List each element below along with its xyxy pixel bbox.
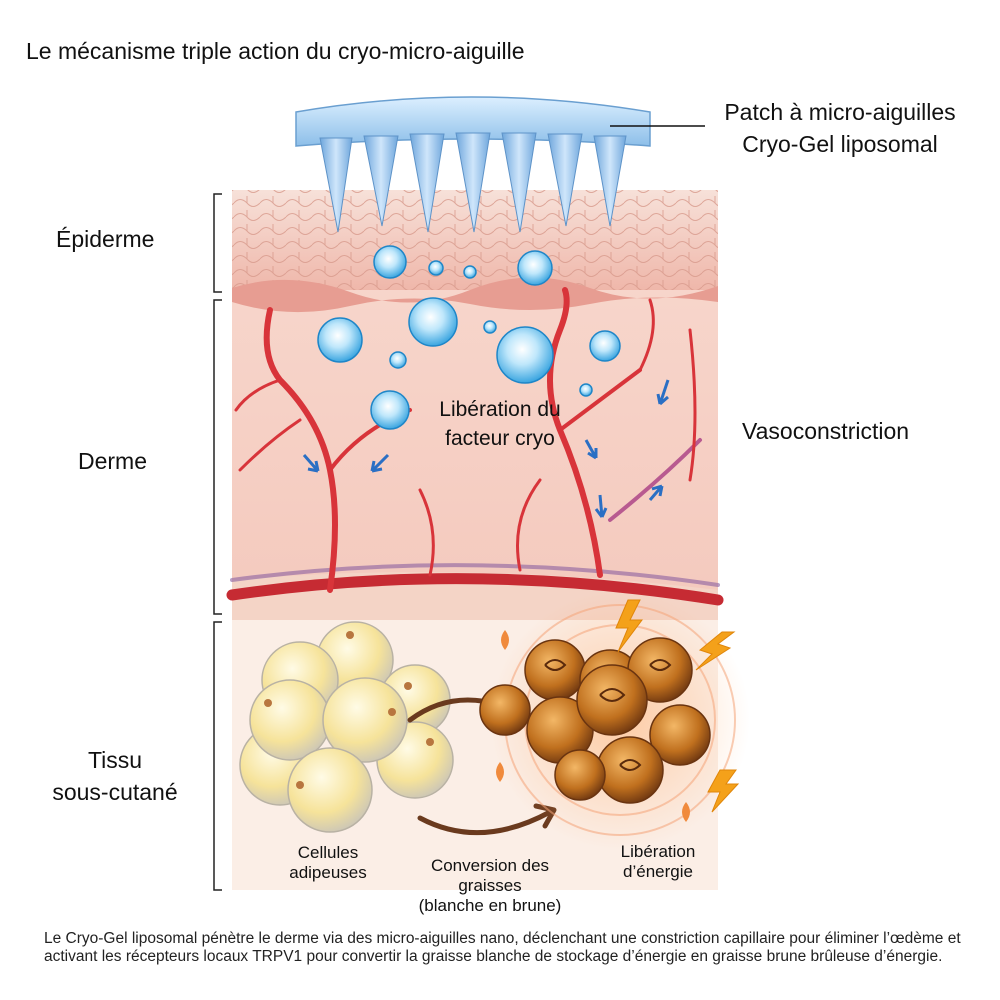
micro-needle-patch [295, 96, 705, 233]
vasoconstriction-arrows [302, 379, 670, 518]
fat-cells-line2: adipeuses [289, 863, 367, 882]
layer-label-tissu-line2: sous-cutané [52, 779, 178, 805]
vasoconstriction-label: Vasoconstriction [742, 418, 910, 444]
diagram-title: Le mécanisme triple action du cryo-micro… [26, 38, 525, 64]
brown-fat-cells [479, 590, 750, 850]
conversion-line1: Conversion des [430, 856, 550, 875]
white-fat-cells [239, 621, 454, 833]
flame-icons [496, 630, 690, 822]
patch-label-line2: Cryo-Gel liposomal [742, 131, 938, 157]
layer-brackets [213, 193, 222, 891]
energy-release-line2: d’énergie [623, 862, 693, 881]
conversion-line3: (blanche en brune) [418, 896, 562, 915]
layer-label-tissu-line1: Tissu [87, 747, 143, 773]
energy-release-line1: Libération [620, 842, 696, 861]
fat-cells-line1: Cellules [297, 843, 359, 862]
cryo-release-line2: facteur cryo [445, 427, 555, 450]
layer-label-derme: Derme [78, 448, 148, 474]
energy-release-label: Libération d’énergie [598, 842, 718, 882]
conversion-label: Conversion des graisses (blanche en brun… [400, 856, 580, 916]
caption-text: Le Cryo-Gel liposomal pénètre le derme v… [44, 930, 961, 965]
layer-label-epiderme: Épiderme [56, 226, 155, 252]
cryo-release-label: Libération du facteur cryo [410, 395, 590, 453]
capillary-vessels [226, 287, 724, 606]
cryo-release-line1: Libération du [439, 398, 561, 421]
lightning-bolt-icons [615, 599, 740, 813]
patch-label: Patch à micro-aiguilles Cryo-Gel liposom… [700, 96, 980, 160]
liposome-spheres [317, 245, 621, 430]
layer-label-tissu: Tissu sous-cutané [30, 744, 200, 808]
conversion-line2: graisses [458, 876, 522, 895]
patch-label-line1: Patch à micro-aiguilles [724, 99, 956, 125]
fat-cells-label: Cellules adipeuses [268, 843, 388, 883]
